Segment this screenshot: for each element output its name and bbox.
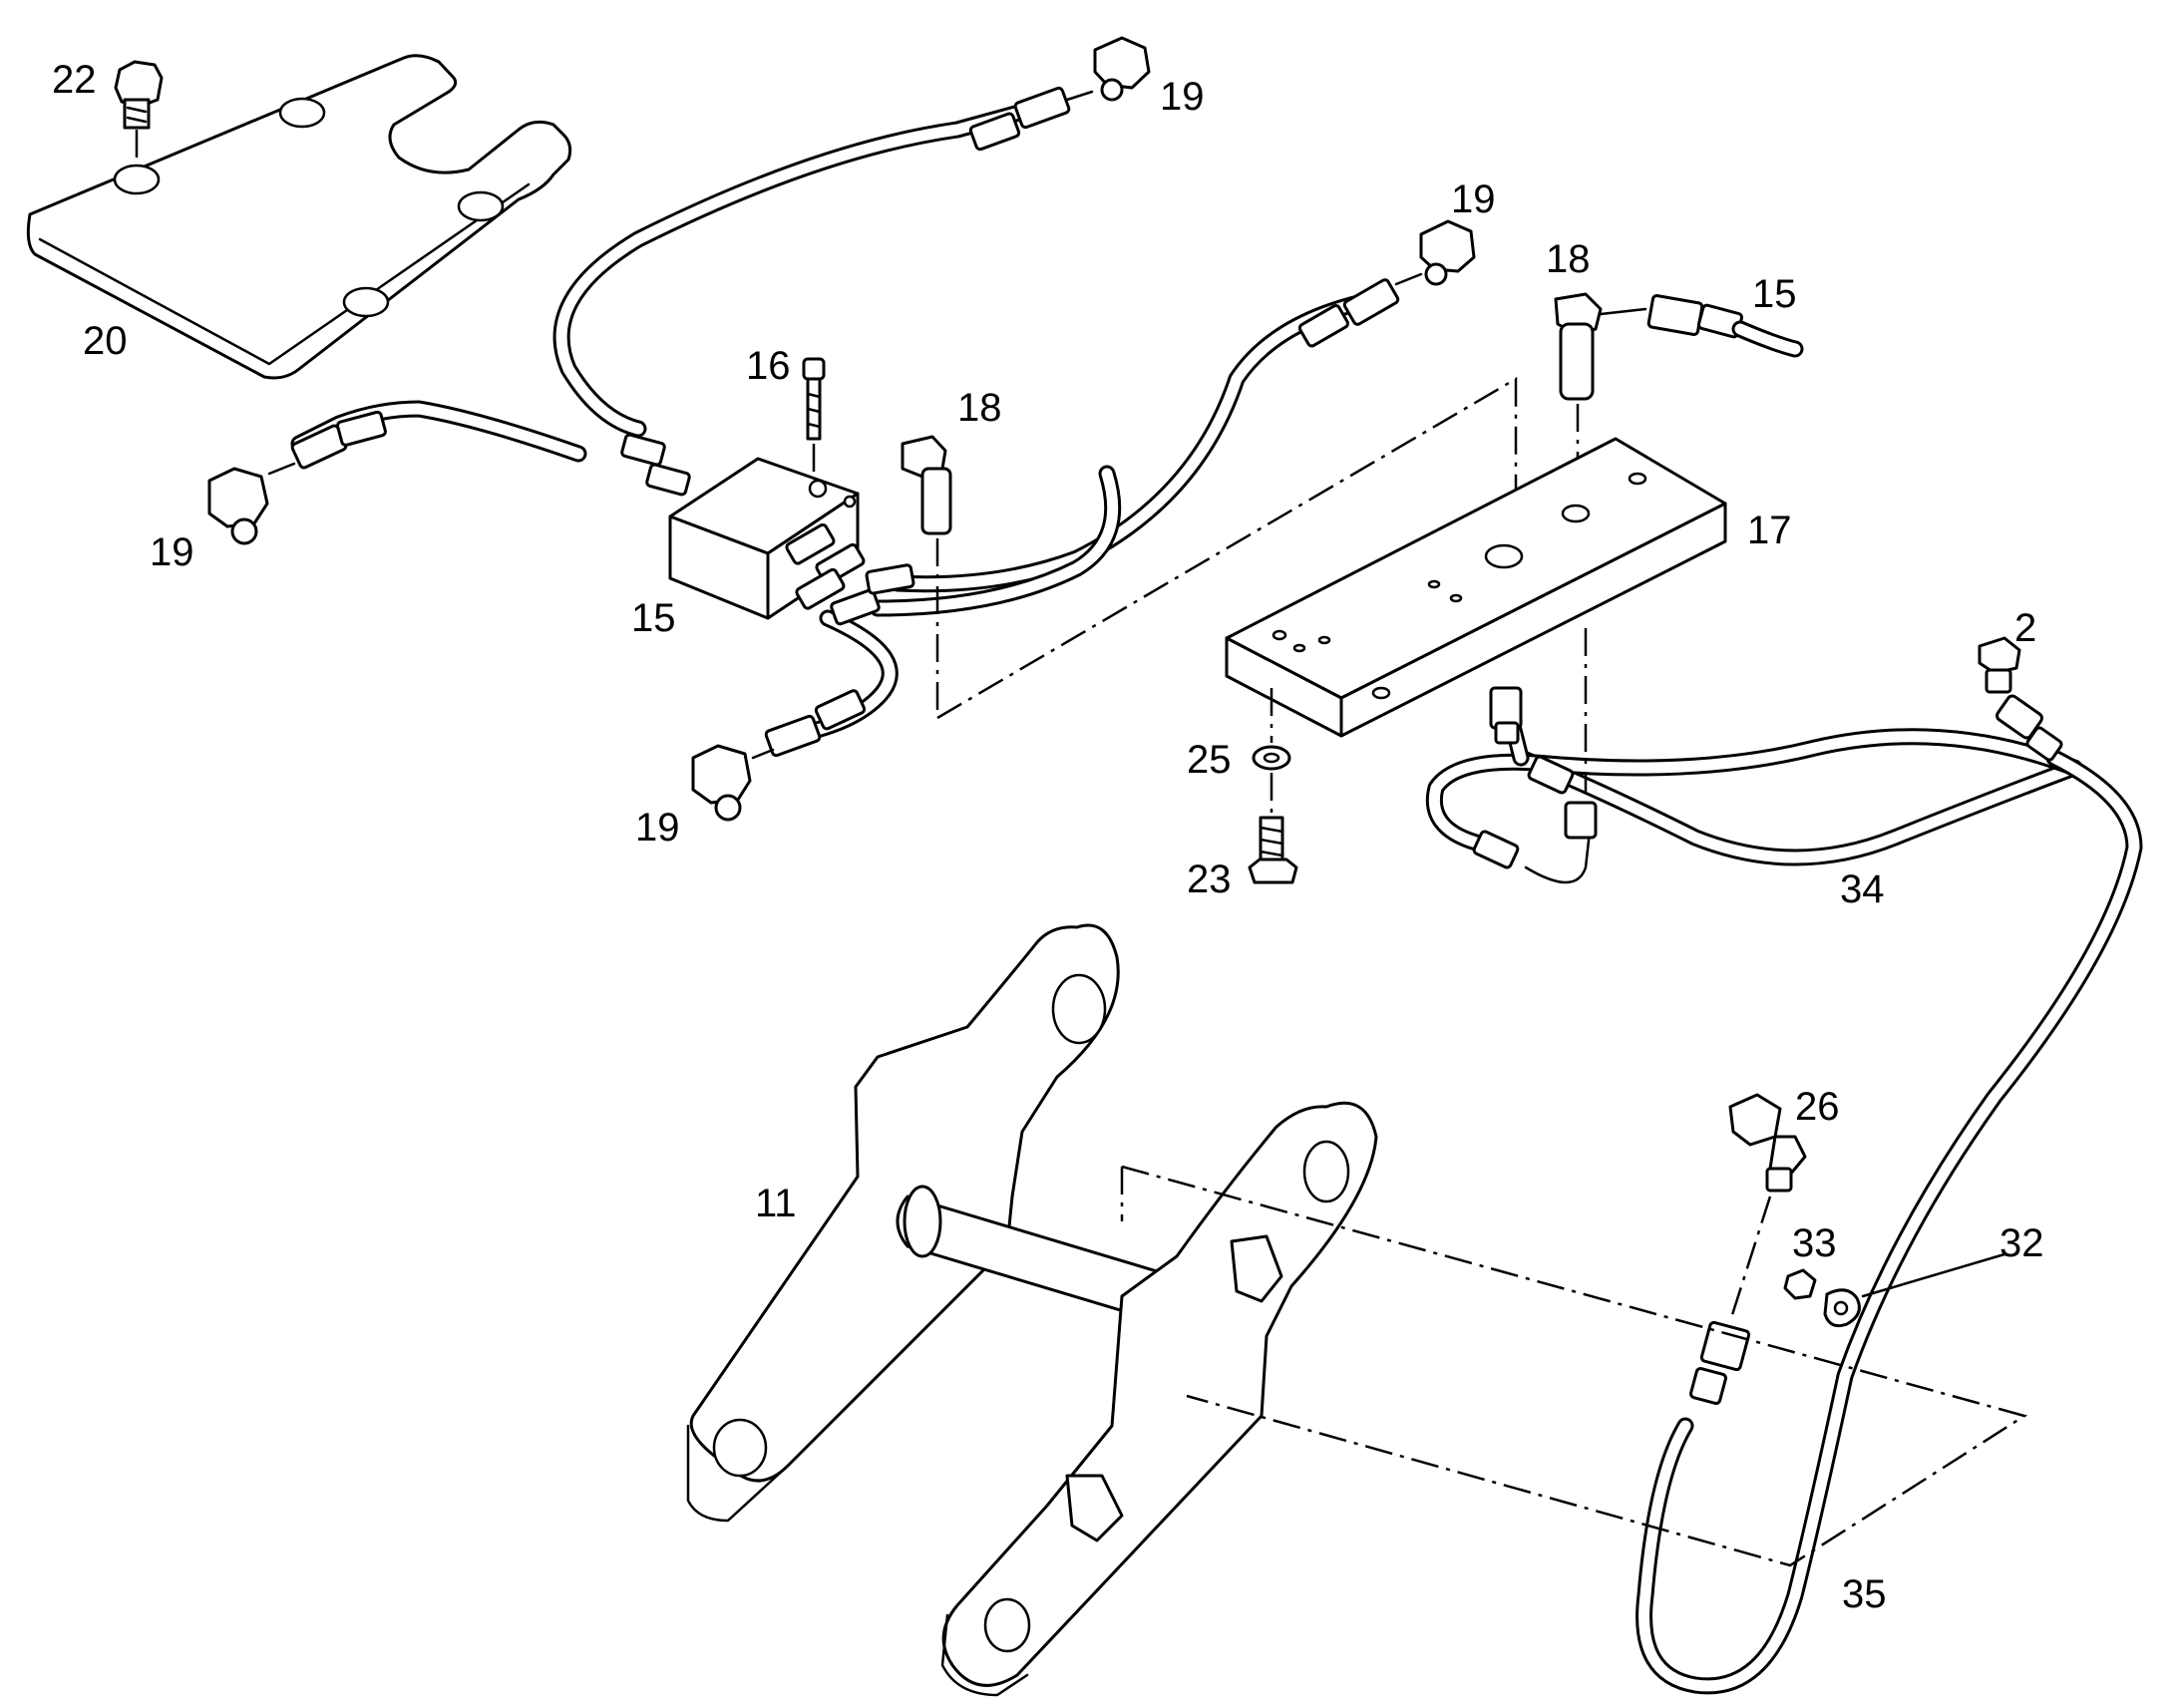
hose-35-end-fitting (1689, 1320, 1751, 1405)
callout-labels: 22 20 19 19 19 19 16 18 18 15 15 17 2 25… (52, 58, 2044, 1616)
hose-fittings-upper (290, 86, 1400, 758)
washer-25 (1252, 745, 1291, 813)
callout-11: 11 (755, 1182, 797, 1225)
callout-22: 22 (52, 58, 97, 102)
callout-23: 23 (1187, 857, 1232, 901)
arm-bracket-11 (686, 923, 2028, 1697)
callout-19-bottom: 19 (635, 806, 680, 850)
callout-2: 2 (2014, 606, 2036, 650)
callout-33: 33 (1792, 1221, 1837, 1265)
callout-15-block: 15 (631, 596, 676, 640)
mounting-plate-17 (1225, 437, 1727, 743)
callout-15-right: 15 (1752, 272, 1797, 316)
callout-19-top: 19 (1160, 75, 1205, 119)
callout-17: 17 (1747, 509, 1792, 552)
callout-18-right: 18 (1546, 237, 1591, 281)
callout-20: 20 (83, 319, 128, 363)
callout-26: 26 (1795, 1085, 1840, 1129)
callout-32: 32 (1999, 1221, 2044, 1265)
callout-18-left: 18 (957, 386, 1002, 430)
hose-end-15-right (1646, 294, 1804, 358)
elbow-cap-19-top (1065, 36, 1151, 102)
nut-33 (1783, 1268, 1817, 1300)
plate-guard-20 (26, 54, 572, 380)
bolt-23 (1248, 816, 1298, 884)
callout-25: 25 (1187, 738, 1232, 782)
callout-19-right: 19 (1451, 177, 1496, 221)
hose-34 (1425, 628, 2083, 884)
elbow-fitting-18-left (901, 435, 952, 718)
elbow-cap-19-right (1394, 219, 1476, 286)
hose-35 (1635, 694, 2143, 1695)
screw-16 (802, 357, 826, 479)
elbow-cap-19-left (207, 462, 296, 545)
clip-32 (1823, 1252, 2006, 1328)
callout-34: 34 (1840, 867, 1885, 911)
elbow-fitting-18-right (1554, 292, 1647, 509)
elbow-fitting-26 (1728, 1093, 1807, 1322)
bolt-22 (114, 60, 164, 165)
callout-19-left: 19 (150, 530, 194, 574)
elbow-cap-19-bottom (691, 744, 775, 822)
callout-35: 35 (1842, 1572, 1887, 1616)
distributor-block-15 (668, 457, 915, 626)
callout-16: 16 (746, 344, 791, 388)
fitting-2 (1978, 636, 2021, 694)
